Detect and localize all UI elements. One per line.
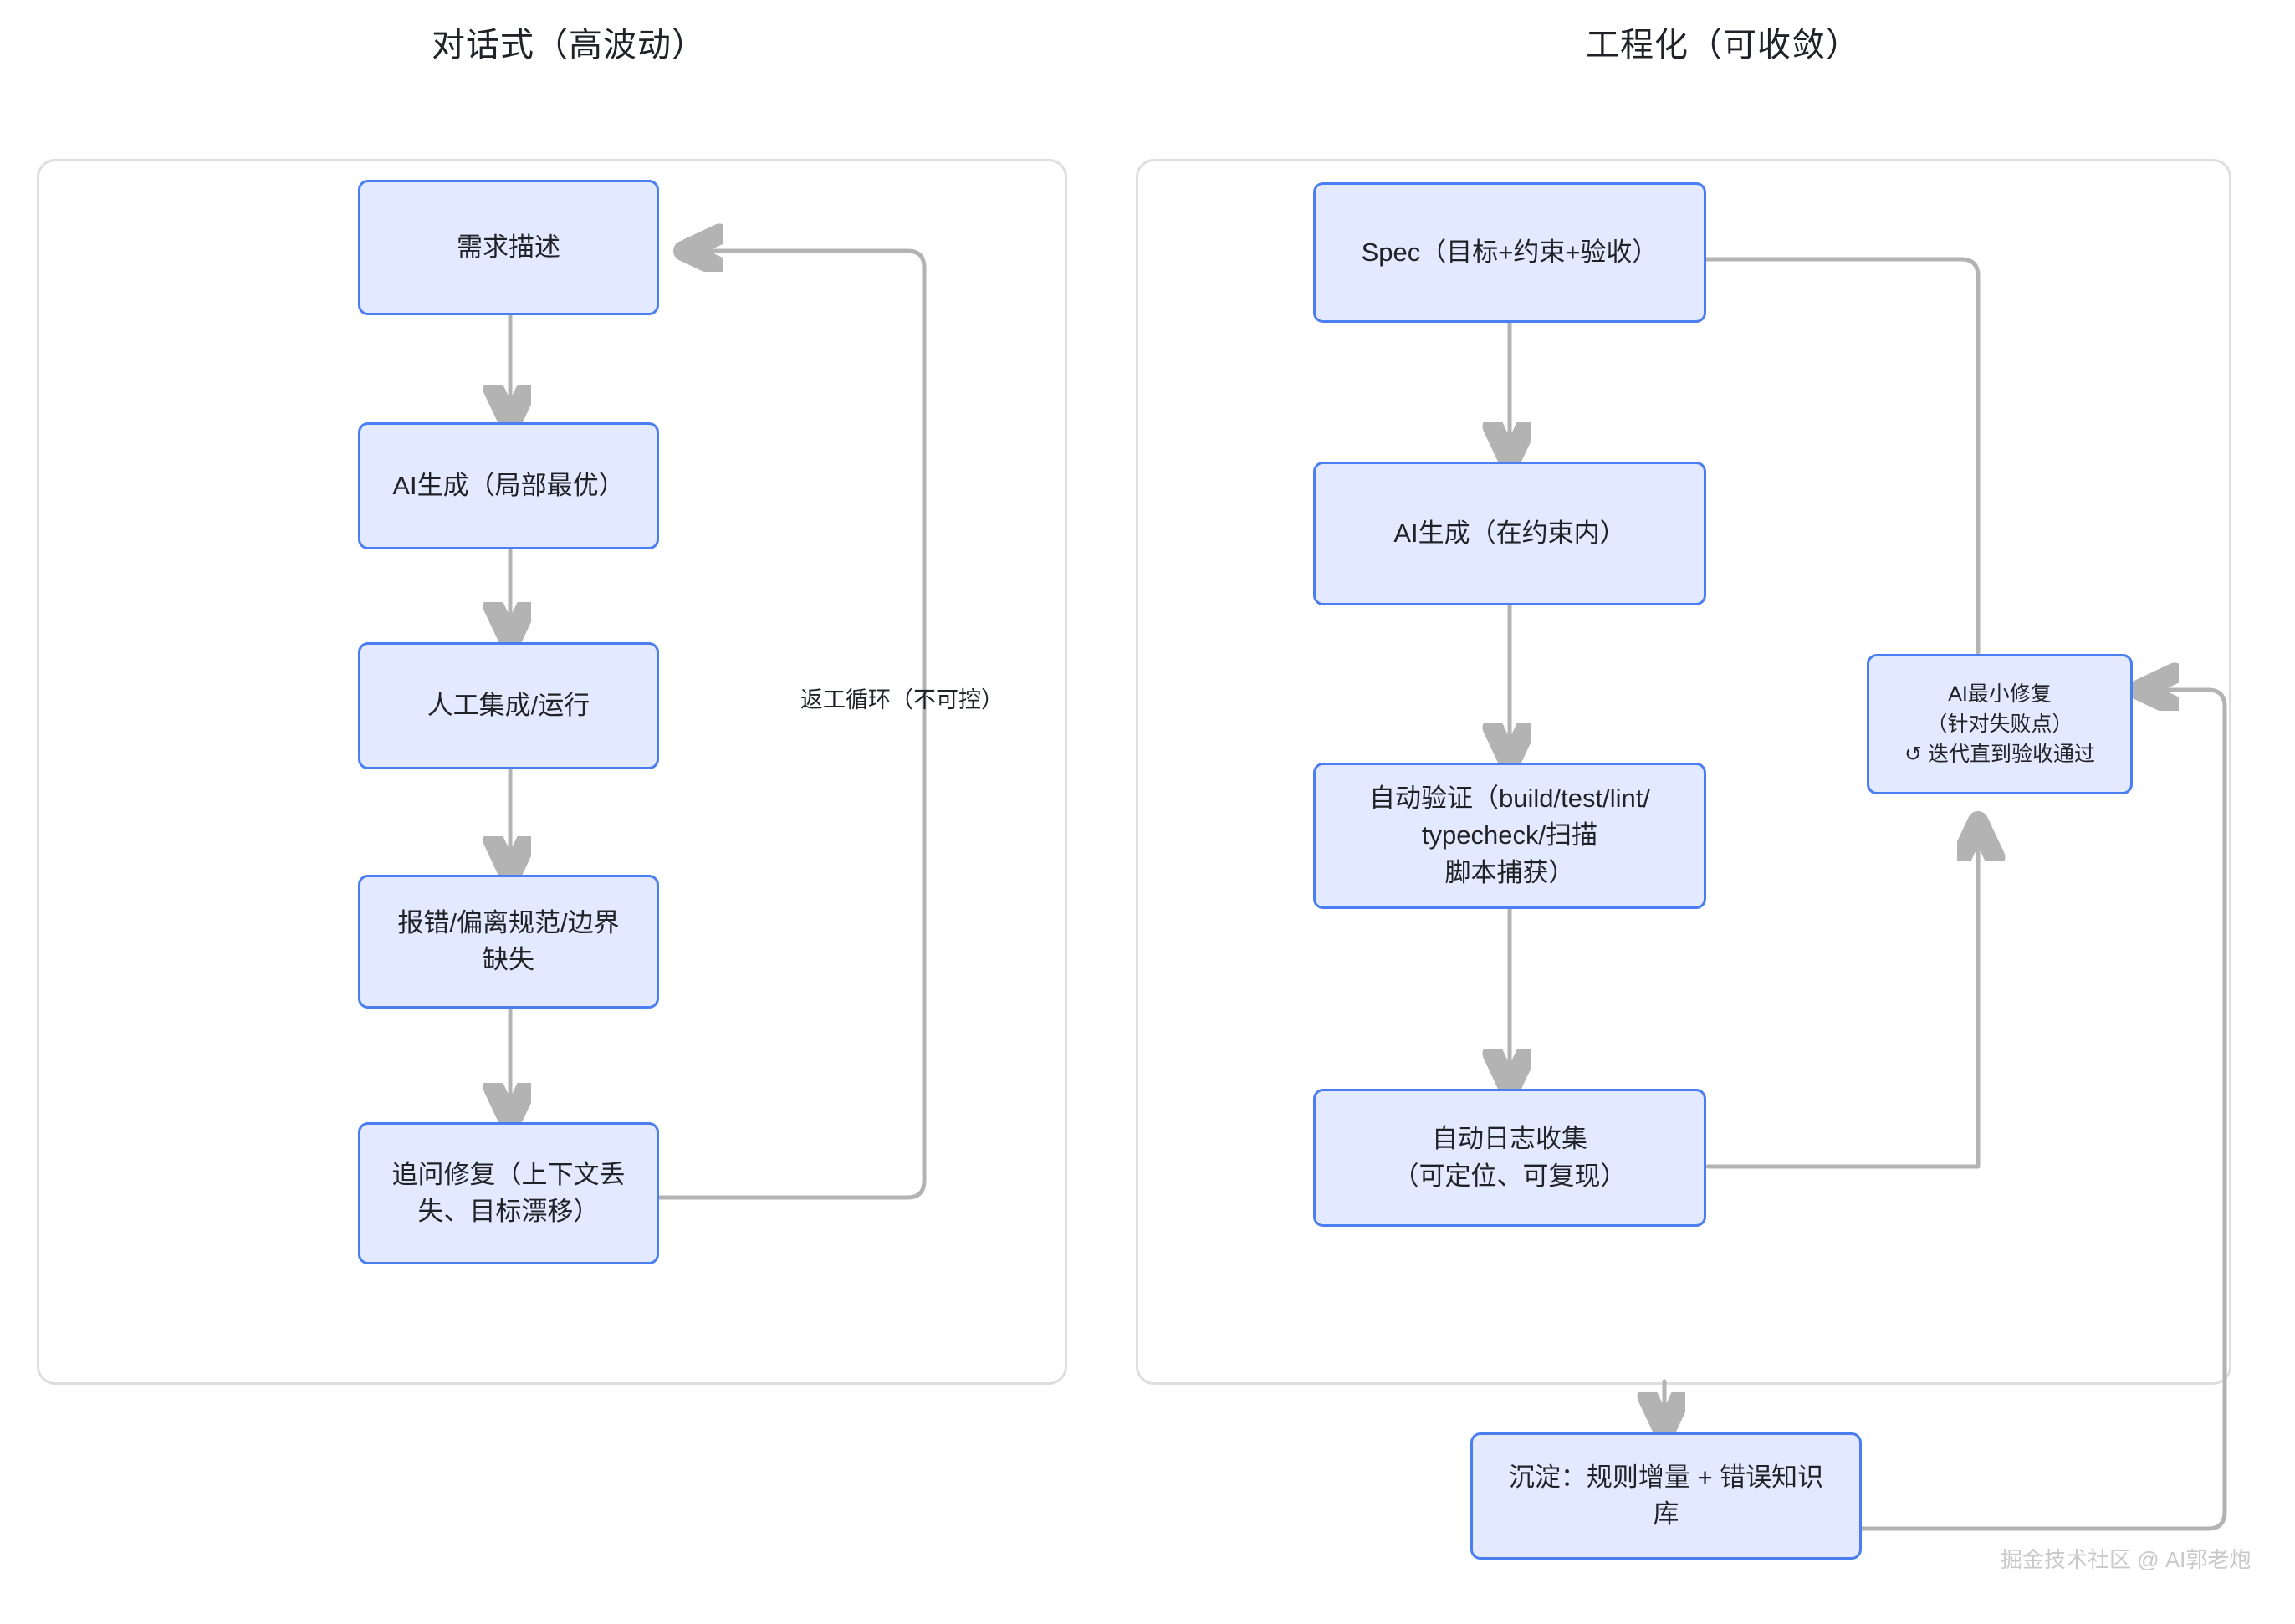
node-manual-integration-run[interactable]: 人工集成/运行 [358,642,659,769]
node-label: 追问修复（上下文丢 失、目标漂移） [391,1159,626,1226]
watermark-credit: 掘金技术社区 @ AI郭老炮 [2001,1547,2252,1572]
node-errors-spec-deviation-edge-missing[interactable]: 报错/偏离规范/边界 缺失 [358,875,659,1009]
panel-title-engineered: 工程化（可收敛） [1586,27,1860,64]
node-ai-generation-local-optimum[interactable]: AI生成（局部最优） [358,422,659,549]
node-label: 自动日志收集 （可定位、可复现） [1393,1124,1627,1191]
node-requirement-description[interactable]: 需求描述 [358,180,659,315]
group-container-conversational [37,159,1067,1385]
node-label: AI生成（在约束内） [1393,518,1626,548]
node-label: 沉淀：规则增量 + 错误知识 库 [1508,1462,1824,1529]
node-precipitation-rules-error-kb[interactable]: 沉淀：规则增量 + 错误知识 库 [1470,1432,1862,1560]
node-ai-minimal-fix[interactable]: AI最小修复 （针对失败点） ↺ 迭代直到验收通过 [1867,654,2133,794]
node-followup-fix-context-loss-goal-drift[interactable]: 追问修复（上下文丢 失、目标漂移） [358,1122,659,1264]
edge-label-rework-loop: 返工循环（不可控） [800,687,1004,712]
node-auto-log-collection[interactable]: 自动日志收集 （可定位、可复现） [1313,1089,1706,1227]
node-auto-verification[interactable]: 自动验证（build/test/lint/ typecheck/扫描 脚本捕获） [1313,763,1706,909]
node-spec-goal-constraint-acceptance[interactable]: Spec（目标+约束+验收） [1313,182,1706,323]
node-label: 人工集成/运行 [427,690,590,720]
node-label: 需求描述 [457,232,560,262]
group-container-engineered [1136,159,2231,1385]
node-label: Spec（目标+约束+验收） [1361,237,1659,267]
node-ai-generation-within-constraints[interactable]: AI生成（在约束内） [1313,462,1706,605]
node-label: 自动验证（build/test/lint/ typecheck/扫描 脚本捕获） [1369,784,1650,887]
node-label: AI生成（局部最优） [392,470,625,500]
panel-title-conversational: 对话式（高波动） [432,27,706,64]
node-label: 报错/偏离规范/边界 缺失 [397,907,620,974]
node-label: AI最小修复 （针对失败点） ↺ 迭代直到验收通过 [1904,682,2095,767]
